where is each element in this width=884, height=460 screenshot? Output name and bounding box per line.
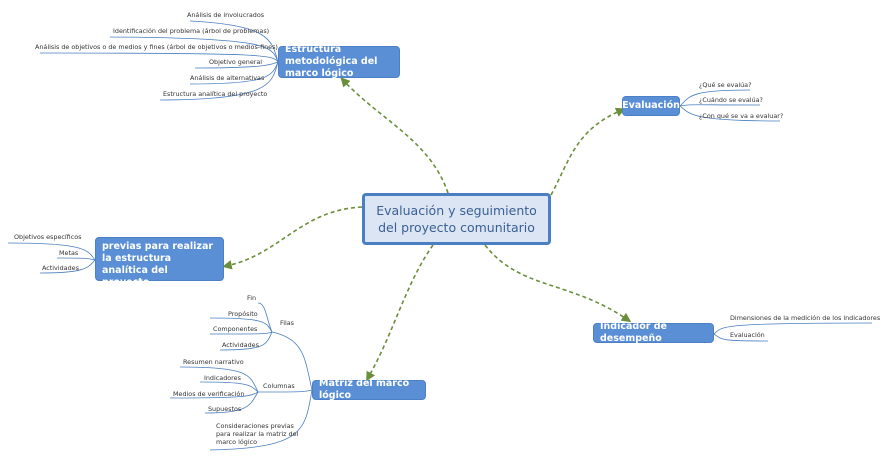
evaluacion-item-3: ¿Con qué se va a evaluar? [699,112,784,120]
topic-matriz-label: Matriz del marco lógico [319,378,410,401]
topic-evaluacion[interactable]: Evaluación [622,96,680,116]
link-consideraciones [222,206,363,270]
central-topic-label: Evaluación y seguimiento del proyecto co… [376,203,537,235]
estructura-item-4: Objetivo general [209,58,263,66]
columnas-item-4: Supuestos [208,405,242,413]
topic-indicador[interactable]: Indicador de desempeño [593,321,714,344]
matriz-columnas-label: Columnas [263,382,295,390]
indicador-item-1: Dimensiones de la medición de los indica… [730,314,881,322]
filas-item-4: Actividades [222,341,259,349]
evaluacion-item-1: ¿Qué se evalúa? [699,81,752,89]
topic-consideraciones[interactable]: Consideraciones previas para realizar la… [95,229,224,288]
matriz-extra-item: Consideraciones previas para realizar la… [216,422,299,446]
topic-consideraciones-label: Consideraciones previas para realizar la… [102,229,214,288]
topic-matriz[interactable]: Matriz del marco lógico [312,378,426,401]
link-indicador [484,244,632,323]
central-topic[interactable]: Evaluación y seguimiento del proyecto co… [362,193,551,245]
topic-estructura[interactable]: Estructura metodológica del marco lógico [278,44,400,79]
link-matriz [366,244,434,382]
indicador-item-2: Evaluación [730,331,765,339]
topic-estructura-label: Estructura metodológica del marco lógico [285,44,378,79]
filas-item-3: Componentes [213,325,258,333]
estructura-item-1: Análisis de involucrados [187,11,265,19]
columnas-item-2: Indicadores [204,374,241,382]
topic-indicador-label: Indicador de desempeño [600,321,667,344]
columnas-item-3: Medios de verificación [173,390,245,398]
consideraciones-item-2: Metas [59,249,79,257]
estructura-item-2: Identificación del problema (árbol de pr… [113,27,270,35]
link-estructura [340,77,449,194]
filas-item-1: Fin [247,294,257,302]
link-evaluacion [550,107,626,196]
estructura-item-5: Análisis de alternativas [190,74,265,82]
consideraciones-item-3: Actividades [42,264,79,272]
topic-evaluacion-label: Evaluación [622,100,680,111]
estructura-item-3: Análisis de objetivos o de medios y fine… [35,43,278,51]
consideraciones-item-1: Objetivos específicos [14,233,82,241]
evaluacion-item-2: ¿Cuándo se evalúa? [699,96,763,104]
columnas-item-1: Resumen narrativo [183,358,244,366]
filas-item-2: Propósito [228,310,258,318]
matriz-filas-label: Filas [280,319,295,327]
estructura-item-6: Estructura analítica del proyecto [163,90,268,98]
